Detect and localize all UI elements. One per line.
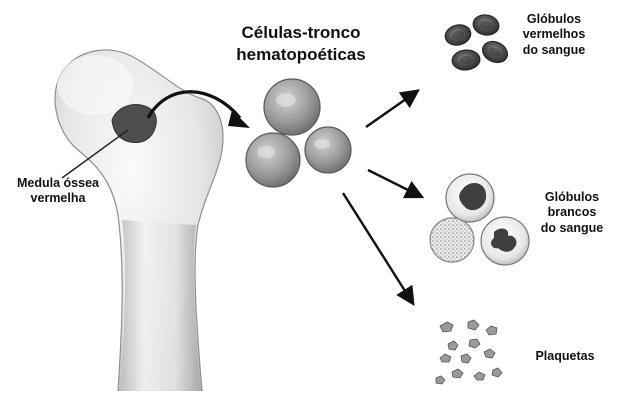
marrow-label-line-2: vermelha — [2, 191, 114, 206]
white-cells-line-3: do sangue — [532, 221, 612, 236]
red-cells-line-2: vermelhos — [512, 27, 596, 42]
title-line-1: Células-tronco — [226, 22, 376, 44]
white-cells-line-1: Glóbulos — [532, 190, 612, 205]
red-cells-line-3: do sangue — [512, 43, 596, 58]
white-cells-label: Glóbulos brancos do sangue — [532, 190, 612, 236]
arrow-to-red-cells — [366, 92, 416, 127]
platelets-line-1: Plaquetas — [522, 349, 608, 364]
platelets-label: Plaquetas — [522, 349, 608, 364]
stem-cells-title: Células-tronco hematopoéticas — [226, 22, 376, 67]
marrow-label: Medula óssea vermelha — [2, 176, 114, 207]
platelets — [436, 320, 502, 384]
marrow-label-line-1: Medula óssea — [2, 176, 114, 191]
red-blood-cells — [443, 13, 511, 71]
white-blood-cells — [430, 174, 529, 265]
femur-bone — [55, 50, 223, 391]
stem-cells — [246, 79, 351, 187]
title-line-2: hematopoéticas — [226, 44, 376, 66]
white-cells-line-2: brancos — [532, 205, 612, 220]
red-cells-label: Glóbulos vermelhos do sangue — [512, 12, 596, 58]
arrow-to-platelets — [343, 193, 412, 302]
arrow-to-white-cells — [368, 170, 420, 196]
red-cells-line-1: Glóbulos — [512, 12, 596, 27]
curved-arrow-head — [228, 110, 250, 128]
